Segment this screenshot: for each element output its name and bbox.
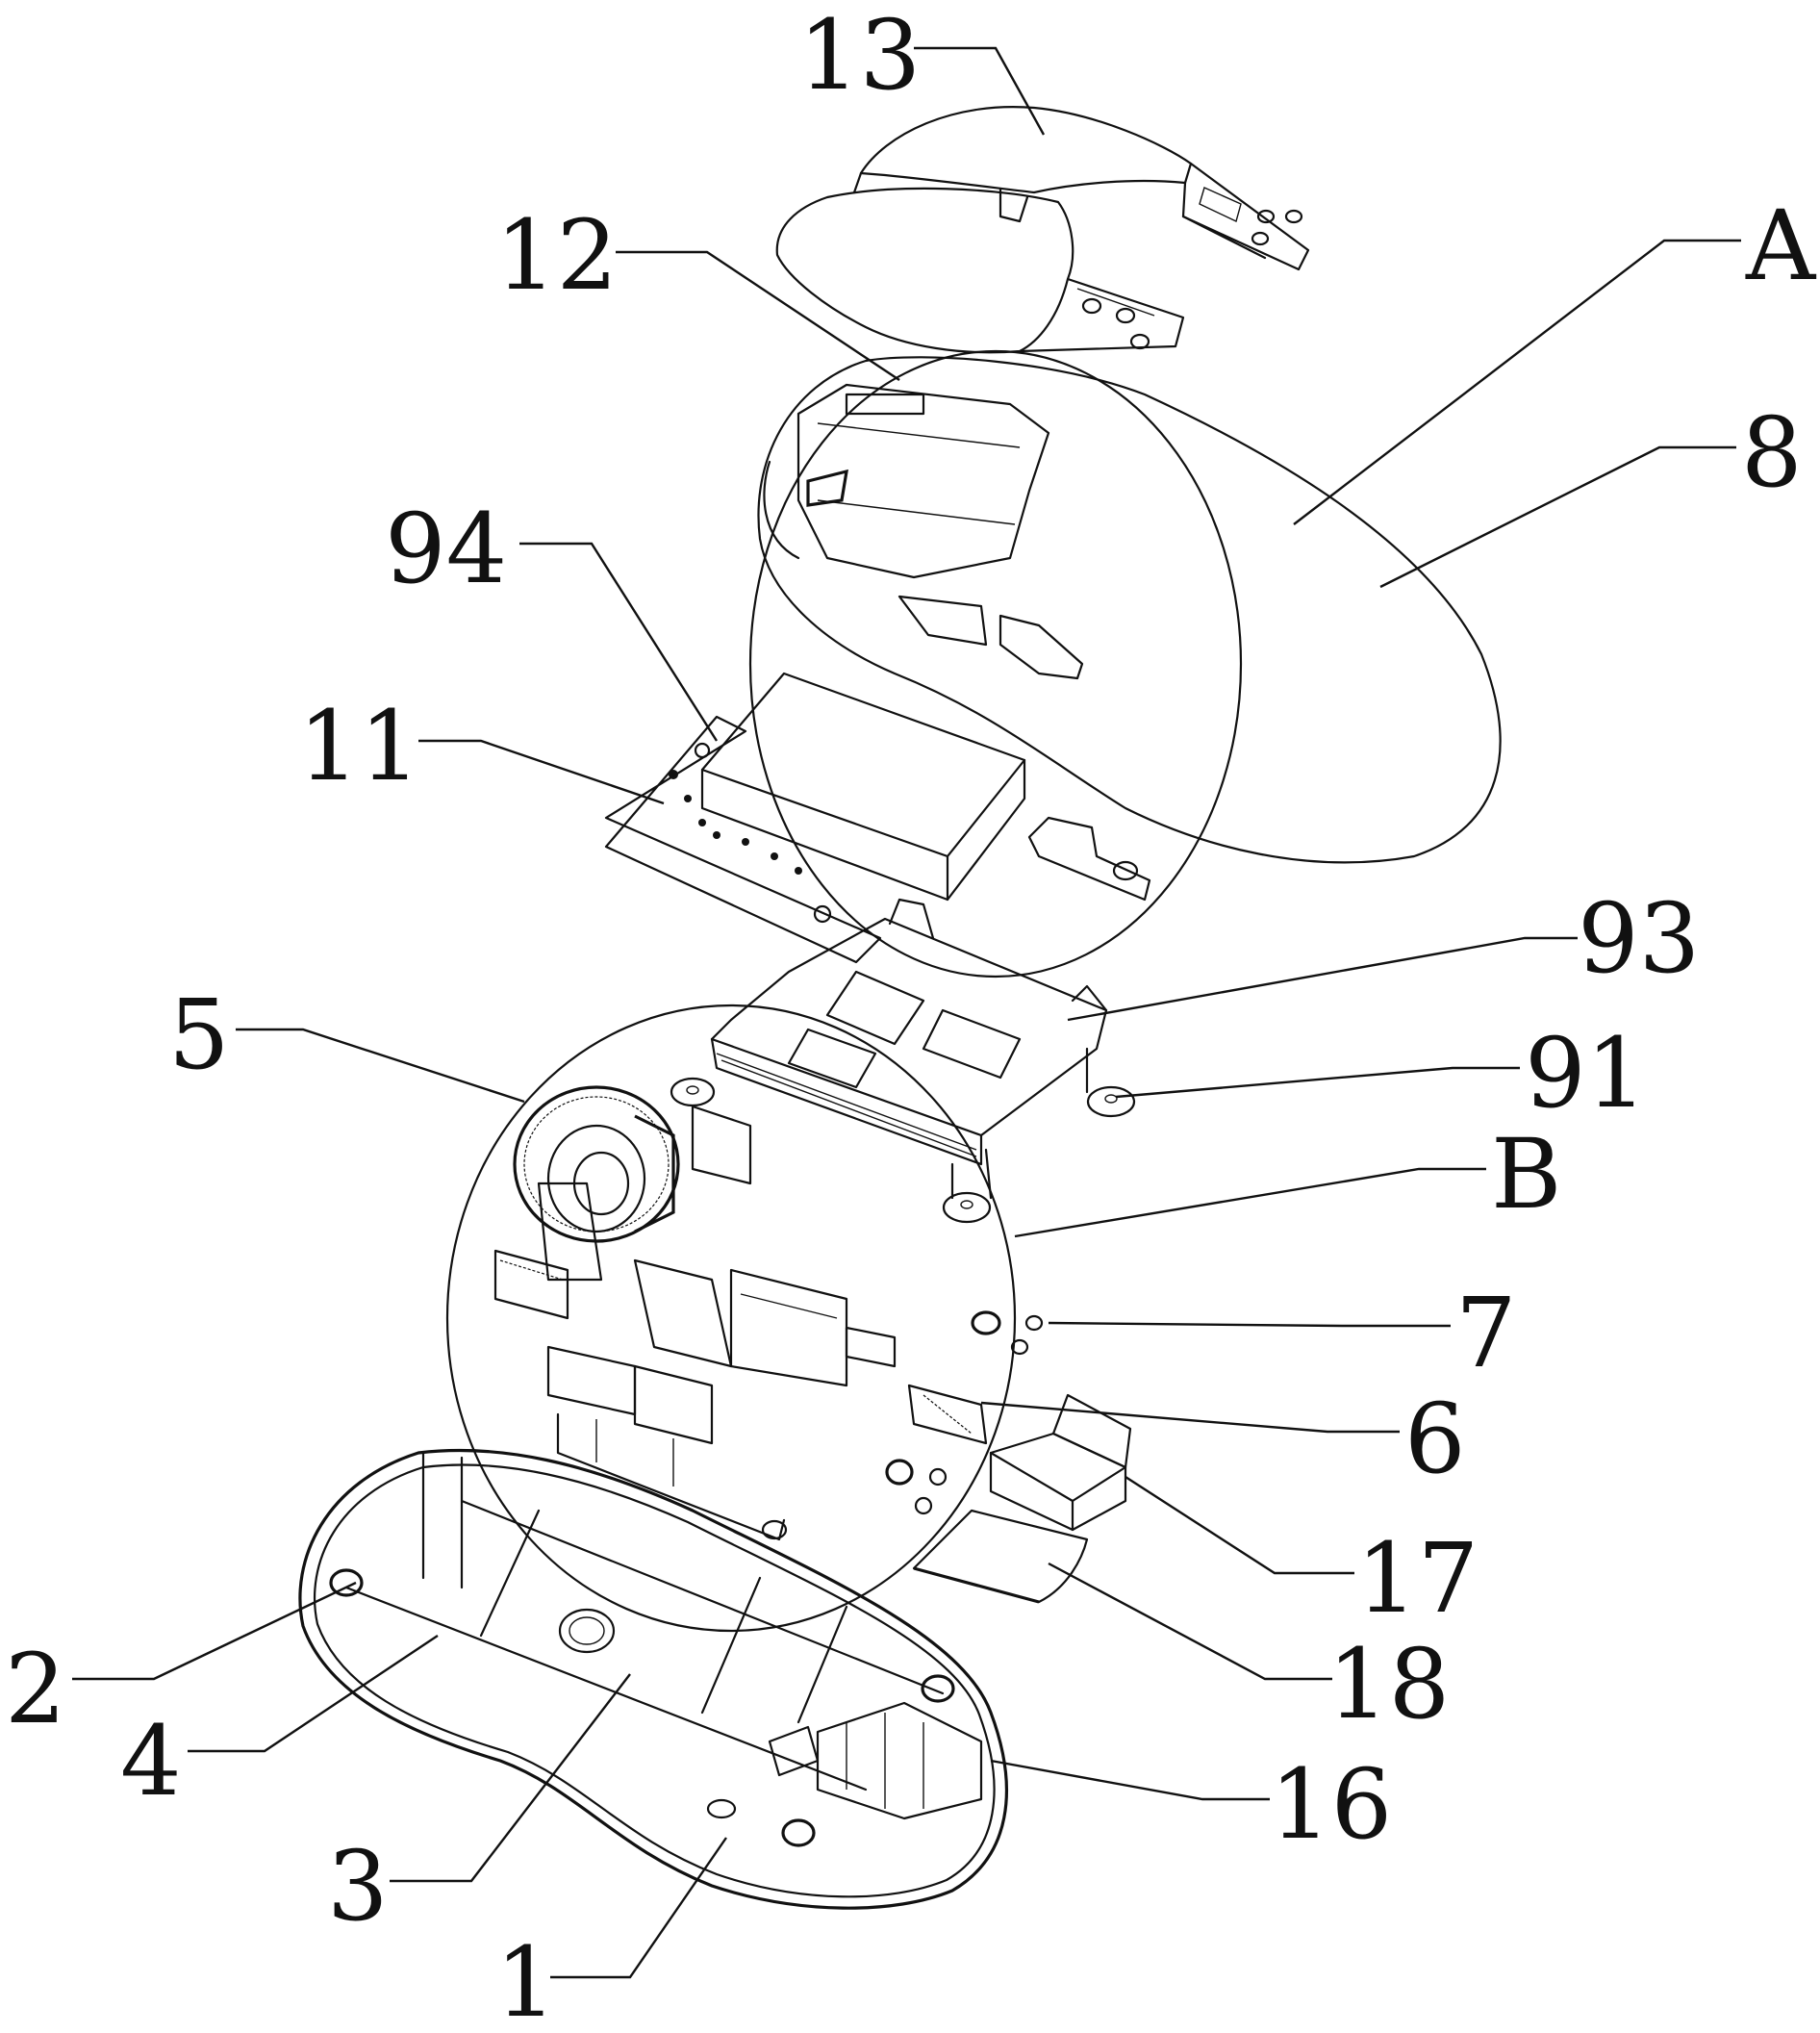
part-6-micro-switch (907, 1384, 988, 1445)
label-8: 8 (1741, 396, 1803, 509)
detail-circle-b (445, 1004, 1017, 1633)
label-7: 7 (1455, 1277, 1517, 1389)
leader-7 (1048, 1321, 1451, 1328)
part-13-top-cover (852, 106, 1310, 271)
part-12-button-cover (775, 187, 1185, 354)
label-5: 5 (168, 978, 230, 1091)
label-18: 18 (1327, 1628, 1450, 1741)
leader-91 (1115, 1066, 1520, 1099)
part-17-receiver-housing (989, 1393, 1132, 1532)
leader-13 (914, 46, 1046, 136)
screw-set (885, 1459, 948, 1515)
leader-4 (188, 1635, 439, 1753)
part-1-base-shell (298, 1448, 1008, 1910)
leader-16 (990, 1759, 1270, 1801)
part-94-battery (700, 672, 1026, 902)
part-93-bracket-frame (670, 898, 1136, 1224)
part-11-circuit-board (604, 715, 882, 964)
leader-12 (616, 250, 900, 381)
part-5-scroll-wheel (493, 1085, 752, 1320)
part-7-fastener (971, 1310, 1044, 1356)
leader-6 (980, 1401, 1400, 1434)
leader-2 (72, 1581, 357, 1681)
leader-b (1014, 1167, 1486, 1238)
leader-1 (550, 1837, 727, 1979)
mechanism-assembly (546, 1258, 897, 1541)
label-6: 6 (1404, 1383, 1466, 1495)
label-2: 2 (5, 1633, 66, 1745)
leader-a (1293, 239, 1741, 525)
label-11: 11 (298, 690, 420, 802)
label-94: 94 (385, 493, 507, 605)
label-17: 17 (1356, 1522, 1479, 1635)
label-13: 13 (798, 0, 921, 112)
label-1: 1 (495, 1926, 557, 2033)
label-b: B (1491, 1118, 1562, 1231)
label-4: 4 (120, 1705, 182, 1817)
leader-17 (1125, 1475, 1354, 1575)
label-12: 12 (495, 199, 618, 312)
label-a: A (1745, 190, 1817, 302)
label-3: 3 (327, 1830, 389, 1943)
label-91: 91 (1525, 1017, 1647, 1130)
detail-circle-a (748, 349, 1243, 978)
leader-18 (1048, 1562, 1332, 1681)
label-16: 16 (1270, 1748, 1392, 1861)
leader-3 (390, 1673, 631, 1883)
leader-11 (418, 739, 665, 805)
reference-labels: 13 12 A 8 94 11 93 91 5 B 7 6 17 18 2 16… (5, 0, 1817, 2033)
leader-5 (236, 1028, 525, 1104)
label-93: 93 (1578, 882, 1700, 995)
part-8-upper-shell (757, 356, 1502, 902)
leader-94 (519, 542, 719, 742)
leader-8 (1379, 445, 1736, 589)
leader-lines (72, 46, 1741, 1979)
leader-93 (1067, 936, 1578, 1022)
